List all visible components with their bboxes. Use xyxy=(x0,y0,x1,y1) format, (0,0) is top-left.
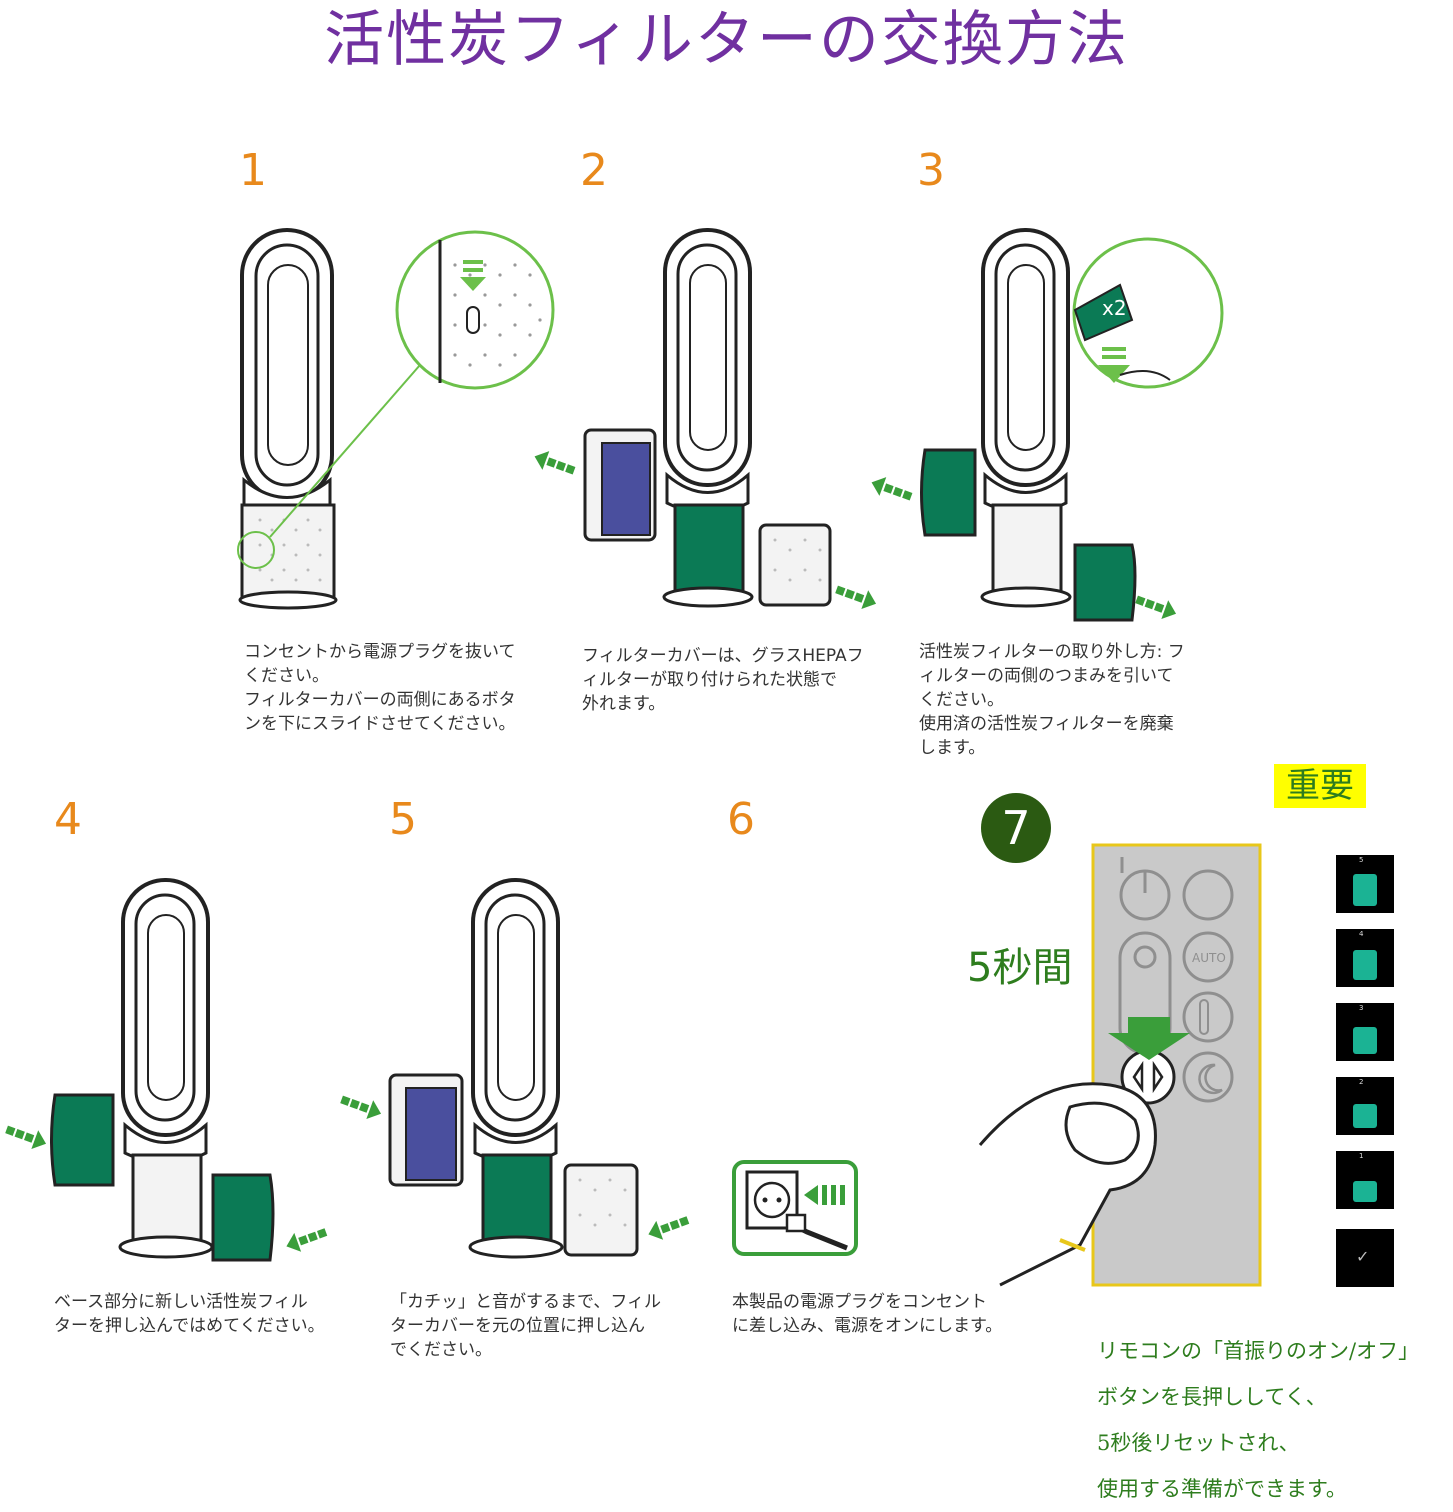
note-line-4: 使用する準備ができます。 xyxy=(1097,1477,1347,1501)
step-3-illustration: x2 xyxy=(871,228,1224,622)
night-mode-button xyxy=(1182,1051,1234,1103)
step-7-badge: 7 xyxy=(981,793,1051,863)
reset-complete: ✓ xyxy=(1336,1229,1394,1287)
step-5-number: 5 xyxy=(389,794,417,845)
step-6-plug-illustration xyxy=(732,1160,858,1256)
note-line-2: ボタンを長押ししてく、 xyxy=(1097,1385,1327,1409)
step-4-number: 4 xyxy=(54,794,82,845)
step-1-illustration xyxy=(237,228,555,610)
temperature-button xyxy=(1182,991,1234,1043)
step-5-illustration xyxy=(340,878,690,1259)
reset-sequence: 5 4 3 2 1 ✓ xyxy=(1336,855,1394,1287)
reset-step-4: 4 xyxy=(1336,929,1394,987)
callout-multiplier: x2 xyxy=(1102,296,1127,320)
check-icon: ✓ xyxy=(1356,1247,1370,1266)
reset-step-1: 1 xyxy=(1336,1151,1394,1209)
step-6-number: 6 xyxy=(727,794,755,845)
step-2-number: 2 xyxy=(580,145,608,196)
step-1-number: 1 xyxy=(239,145,267,196)
auto-button xyxy=(1182,931,1234,983)
step-5-caption: 「カチッ」と音がするまで、フィル ターカバーを元の位置に押し込ん でください。 xyxy=(390,1292,661,1360)
info-button xyxy=(1182,869,1234,921)
duration-label: 5秒間 xyxy=(967,945,1073,991)
remote-illustration: AUTO xyxy=(978,843,1262,1287)
step-3-number: 3 xyxy=(917,145,945,196)
step-6-caption: 本製品の電源プラグをコンセント に差し込み、電源をオンにします。 xyxy=(732,1292,1003,1336)
note-line-3: 5秒後リセットされ、 xyxy=(1097,1431,1300,1455)
reset-step-2: 2 xyxy=(1336,1077,1394,1135)
remote-auto-label: AUTO xyxy=(1192,951,1226,965)
note-line-1: リモコンの「首振りのオン/オフ」 xyxy=(1097,1339,1420,1363)
step-2-caption: フィルターカバーは、グラスHEPAフ ィルターが取り付けられた状態で 外れます。 xyxy=(582,646,864,714)
step-4-illustration xyxy=(5,878,328,1262)
step-4-caption: ベース部分に新しい活性炭フィル ターを押し込んではめてください。 xyxy=(54,1292,325,1336)
reset-note: リモコンの「首振りのオン/オフ」 ボタンを長押ししてく、 5秒後リセットされ、 … xyxy=(1097,1328,1447,1512)
page-title: 活性炭フィルターの交換方法 xyxy=(324,5,1129,75)
step-3-caption: 活性炭フィルターの取り外し方: フ ィルターの両側のつまみを引いて ください。 … xyxy=(919,642,1185,758)
important-badge: 重要 xyxy=(1274,764,1366,808)
step-2-illustration xyxy=(534,228,877,610)
reset-step-5: 5 xyxy=(1336,855,1394,913)
reset-step-3: 3 xyxy=(1336,1003,1394,1061)
step-1-caption: コンセントから電源プラグを抜いて ください。 フィルターカバーの両側にあるボタ … xyxy=(244,642,516,734)
